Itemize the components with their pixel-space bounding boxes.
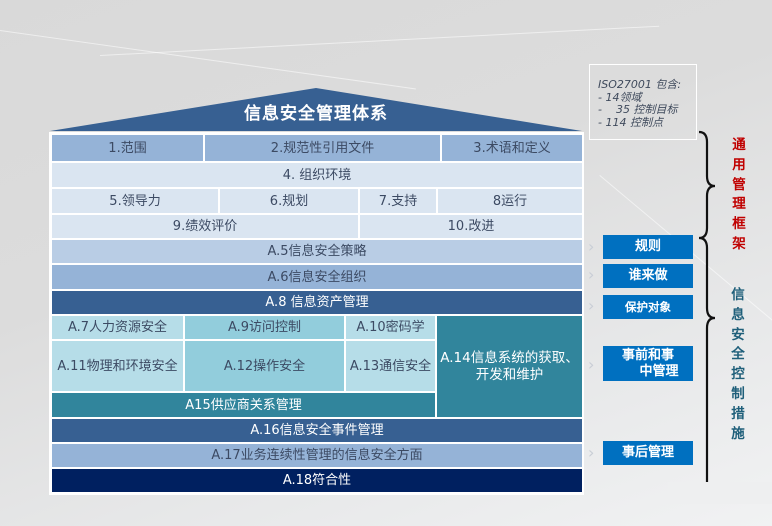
control-a8-asset-management: A.8 信息资产管理 [52,291,582,314]
control-a11-physical-environmental: A.11物理和环境安全 [52,341,183,391]
a14-line1: A.14信息系统的获取、 [440,349,579,366]
clause-1-scope: 1.范围 [52,135,203,161]
background-patch [668,482,772,504]
clause-5-leadership: 5.领导力 [52,189,218,213]
clause-9-performance-evaluation: 9.绩效评价 [52,215,358,238]
control-a17-business-continuity: A.17业务连续性管理的信息安全方面 [52,444,582,467]
chevron-right-icon: › [588,355,595,374]
control-a9-access-control: A.9访问控制 [185,316,344,339]
roof-triangle [50,88,582,131]
label-char: 信 [731,287,745,303]
label-char: 施 [731,425,745,442]
background-line [0,30,416,90]
control-a7-human-resources: A.7人力资源安全 [52,316,183,339]
label-char: 措 [731,405,745,422]
control-a6-organization: A.6信息安全组织 [52,265,582,289]
label-char: 制 [731,385,745,402]
before-during-line1: 事前和事 [621,347,674,363]
chevron-right-icon: › [588,296,595,315]
chevron-right-icon: › [588,265,595,284]
iso-note-box: ISO27001 包含: - 14领域 - 35 控制目标 - 114 控制点 [589,64,697,140]
iso-note-line: ISO27001 包含: [598,78,682,91]
label-char: 用 [732,156,746,173]
diagram-title: 信息安全管理体系 [244,104,388,124]
chevron-right-icon: › [588,443,595,462]
control-a10-cryptography: A.10密码学 [346,316,435,339]
chevron-right-icon: › [588,237,595,256]
clause-2-normative-references: 2.规范性引用文件 [205,135,440,161]
control-a18-compliance: A.18符合性 [52,469,582,492]
clause-10-improvement: 10.改进 [360,215,582,238]
side-label-protected-objects: 保护对象 [603,295,693,319]
control-a12-operations: A.12操作安全 [185,341,344,391]
label-char: 控 [731,366,745,383]
before-during-line2: 中管理 [639,363,679,379]
label-char: 框 [732,216,746,233]
clause-3-terms-definitions: 3.术语和定义 [442,135,582,161]
a14-line2: 开发和维护 [475,366,544,383]
label-char: 理 [732,196,746,213]
side-label-rules: 规则 [603,235,693,259]
security-controls-label: 信 息 安 全 控 制 措 施 [730,286,746,444]
side-label-after: 事后管理 [603,441,693,465]
clause-6-planning: 6.规划 [220,189,358,213]
curly-brace-icon [698,130,716,498]
label-char: 架 [732,235,746,252]
control-a5-policies: A.5信息安全策略 [52,240,582,263]
control-a15-supplier-relationships: A15供应商关系管理 [52,393,435,417]
iso-note-line: - 114 控制点 [598,115,663,129]
general-framework-label: 通 用 管 理 框 架 [731,136,747,255]
clause-7-support: 7.支持 [360,189,436,213]
iso-note-line: - 14领域 [598,90,642,104]
clause-4-context: 4. 组织环境 [52,163,582,187]
iso-note-line: - 35 控制目标 [598,103,678,116]
side-label-before-during: 事前和事 中管理 [603,346,693,381]
label-char: 管 [732,176,746,193]
control-a16-incident-management: A.16信息安全事件管理 [52,419,582,442]
label-char: 全 [731,346,745,363]
clause-8-operation: 8运行 [438,189,582,213]
control-a14-system-acquisition: A.14信息系统的获取、 开发和维护 [437,316,582,417]
label-char: 通 [732,137,746,153]
side-label-who: 谁来做 [603,264,693,288]
label-char: 息 [731,306,745,323]
label-char: 安 [731,326,745,343]
background-line [100,25,660,56]
control-a13-communications: A.13通信安全 [346,341,435,391]
